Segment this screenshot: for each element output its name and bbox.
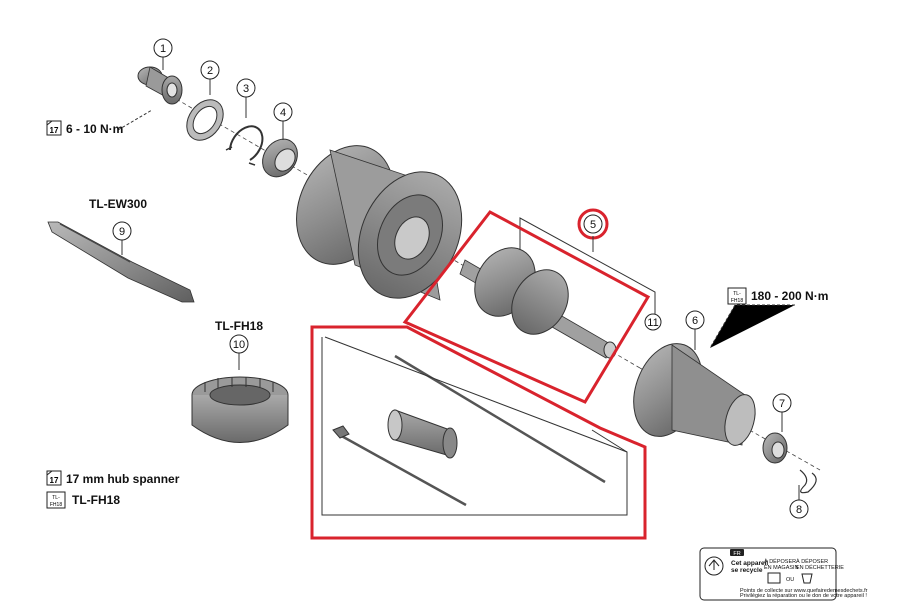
callout-leaders [117, 57, 800, 500]
svg-text:OU: OU [786, 577, 794, 583]
legend-spanner: 17 17 mm hub spanner [46, 470, 180, 486]
svg-text:17 mm hub spanner: 17 mm hub spanner [66, 472, 180, 486]
legend-tool-icon-top: TL- [52, 495, 60, 501]
recycle-badge: FR [733, 551, 740, 557]
svg-text:3: 3 [243, 83, 249, 95]
part-8-clip [799, 469, 817, 494]
svg-text:8: 8 [796, 504, 802, 516]
callout-9: 9 [112, 221, 132, 241]
svg-text:6 - 10 N·m: 6 - 10 N·m [66, 122, 123, 136]
svg-text:9: 9 [119, 226, 125, 238]
svg-text:TL-FH18: TL-FH18 [72, 493, 120, 507]
svg-text:6: 6 [692, 315, 698, 327]
svg-text:se recycle: se recycle [731, 567, 763, 574]
svg-text:4: 4 [280, 107, 286, 119]
svg-text:EN MAGASIN: EN MAGASIN [764, 565, 799, 571]
torque-spec-freehub: TL- FH18 180 - 200 N·m [727, 287, 828, 305]
svg-text:7: 7 [779, 398, 785, 410]
part-4-bearing [262, 138, 298, 178]
svg-text:180 - 200 N·m: 180 - 200 N·m [751, 289, 828, 303]
svg-text:Points de collecte sur www.que: Points de collecte sur www.quefairedemes… [740, 588, 868, 594]
part-3-snap-ring [225, 125, 264, 166]
callout-3: 3 [236, 78, 256, 98]
part-5-axle-assembly [459, 247, 617, 359]
part-1-end-cap [137, 66, 183, 105]
callout-2: 2 [200, 60, 220, 80]
callout-10: 10 [229, 334, 249, 354]
torque-spec-lock-ring: 17 6 - 10 N·m [46, 120, 123, 136]
callout-4: 4 [273, 102, 293, 122]
tool-label-fh18: TL-FH18 [215, 319, 263, 333]
part-7-end-cap [762, 432, 788, 464]
svg-text:1: 1 [160, 43, 166, 55]
callout-8: 8 [789, 499, 809, 519]
hub-shell [296, 145, 463, 301]
part-2-spacer-ring [186, 99, 224, 141]
legend-tool-icon-bottom: FH18 [50, 502, 62, 508]
svg-text:Cet appareil: Cet appareil [731, 560, 768, 567]
svg-text:À DÉPOSER: À DÉPOSER [764, 558, 796, 565]
callout-11: 11 [644, 313, 662, 331]
group-brackets [321, 217, 656, 516]
svg-text:5: 5 [590, 219, 596, 231]
svg-text:À DÉPOSER: À DÉPOSER [796, 558, 828, 565]
tool-icon-top: TL- [733, 291, 741, 297]
callout-1: 1 [153, 38, 173, 58]
bin-icon [801, 573, 813, 584]
tool-icon-bottom: FH18 [731, 298, 743, 304]
svg-text:11: 11 [647, 317, 658, 329]
recycle-label: FR Cet appareil se recycle À DÉPOSER EN … [699, 547, 868, 601]
svg-text:10: 10 [233, 339, 245, 351]
svg-text:Privilégiez la réparation ou l: Privilégiez la réparation ou le don de v… [740, 593, 867, 599]
svg-text:2: 2 [207, 65, 213, 77]
svg-text:EN DÉCHETTERIE: EN DÉCHETTERIE [796, 564, 844, 571]
callout-5: 5 [583, 214, 603, 234]
tool-label-ew300: TL-EW300 [89, 197, 147, 211]
legend-tool: TL- FH18 TL-FH18 [46, 491, 120, 509]
part-6-freehub-body [633, 343, 756, 446]
part-10-tool-fh18 [191, 376, 289, 443]
kit-contents [332, 354, 606, 507]
store-icon [767, 572, 781, 584]
callout-6: 6 [685, 310, 705, 330]
part-9-tool-ew300 [47, 221, 195, 303]
legend-spanner-icon: 17 [50, 476, 59, 485]
callout-7: 7 [772, 393, 792, 413]
spanner-icon: 17 [50, 126, 59, 135]
